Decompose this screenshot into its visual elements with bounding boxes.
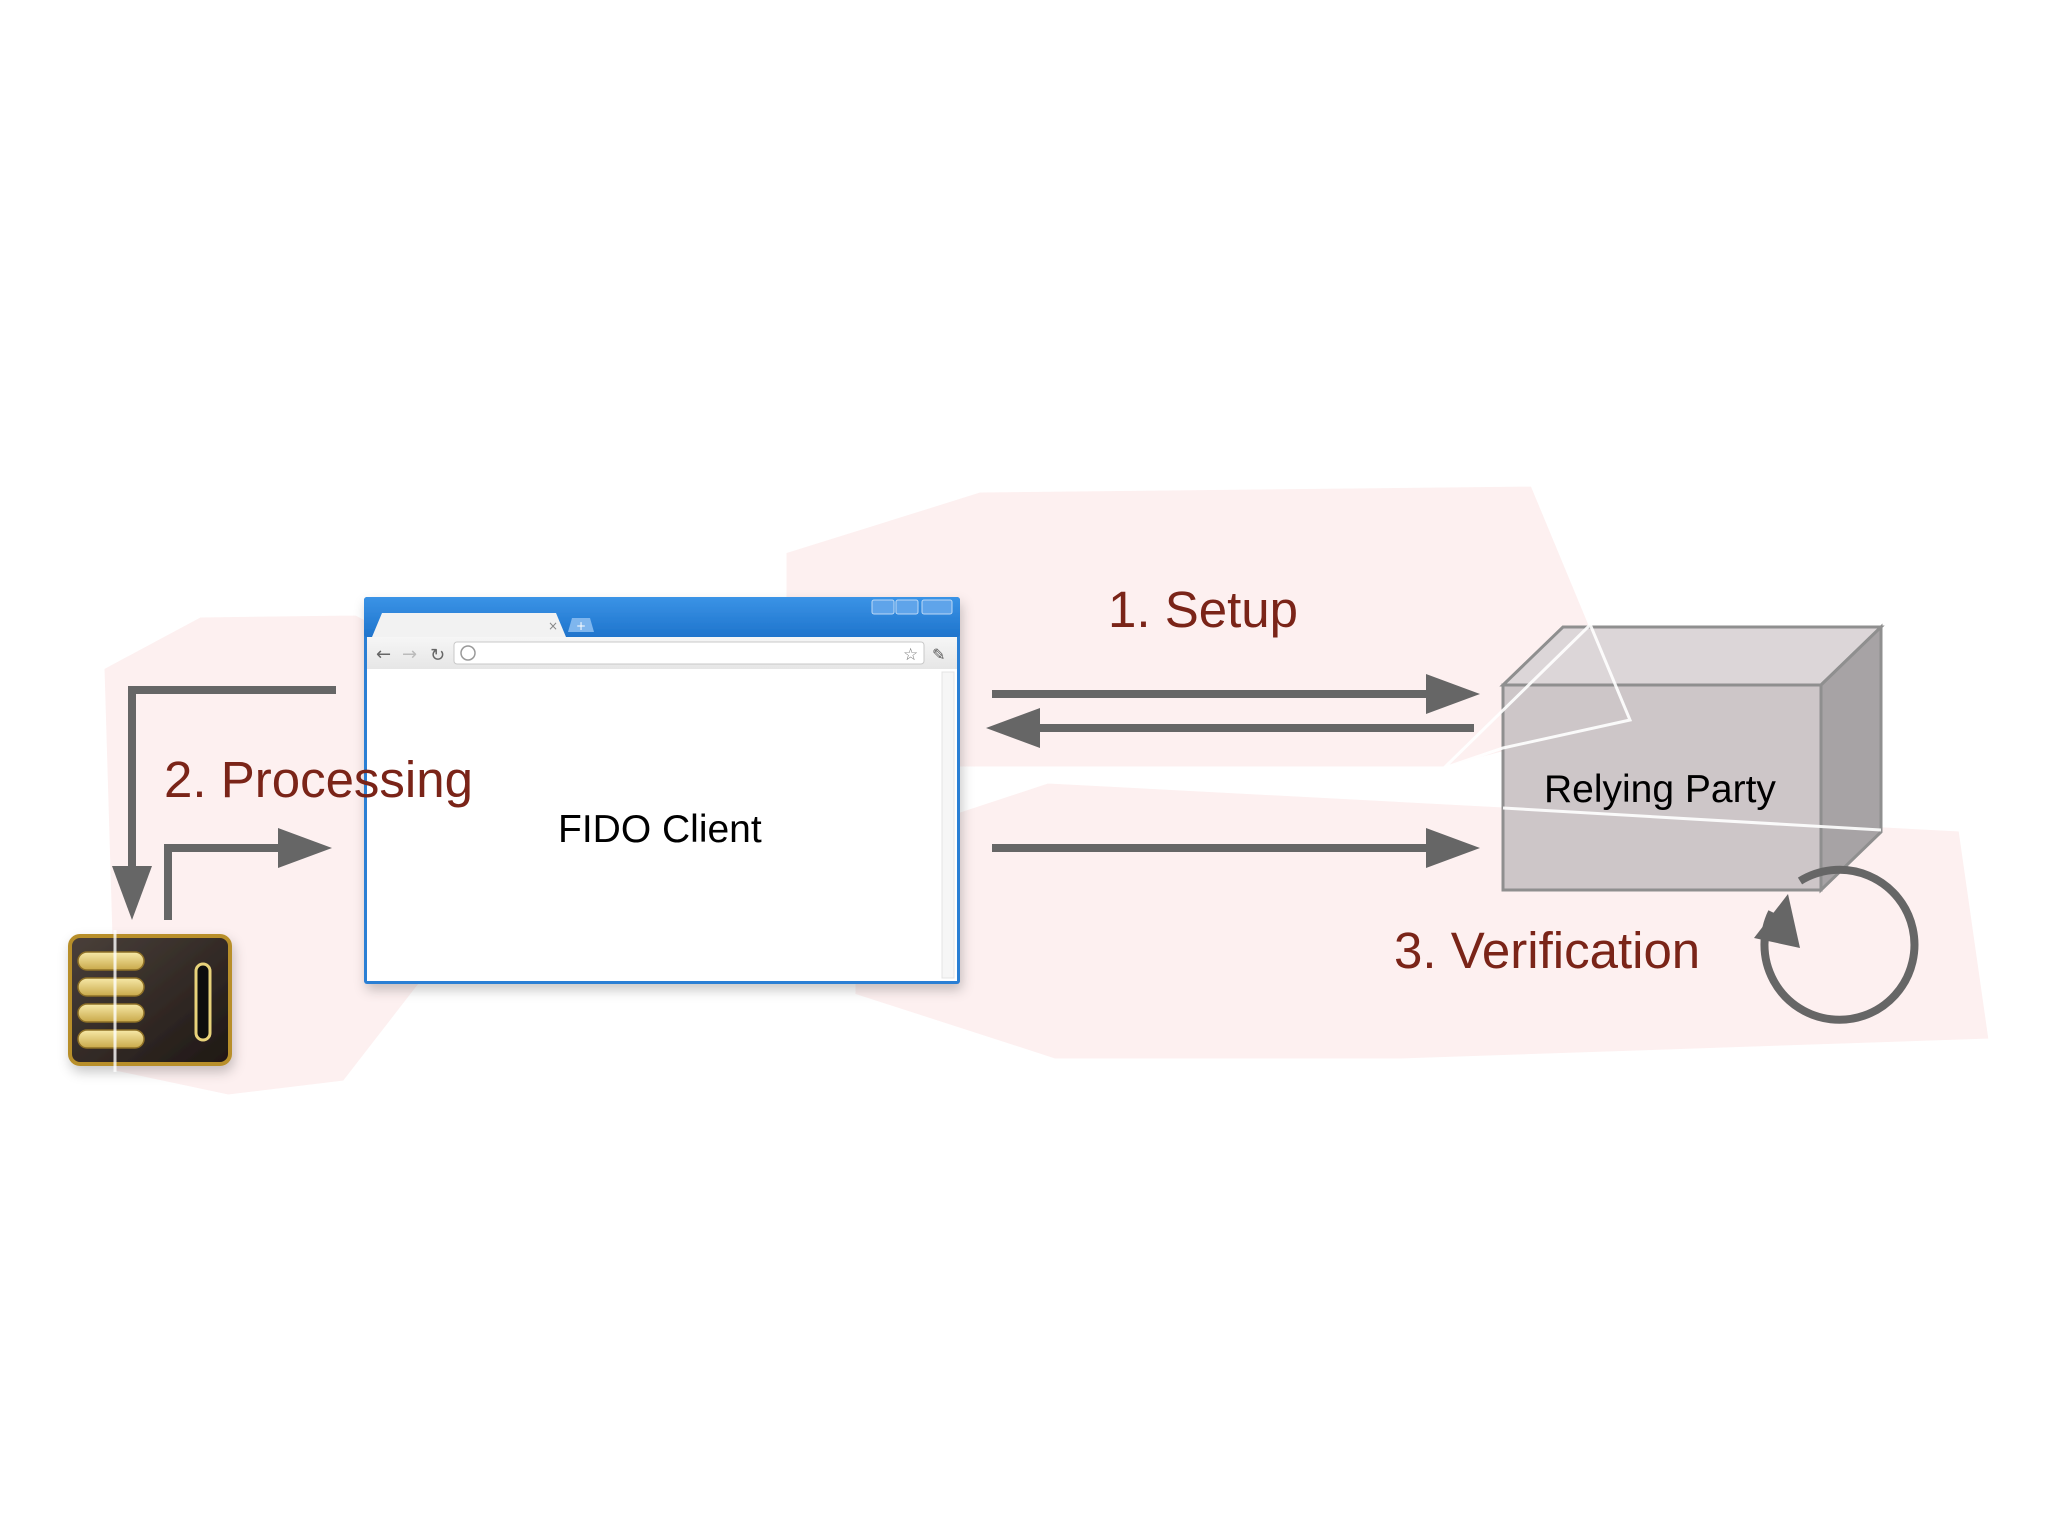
verification-loop-icon [1760,865,1919,1024]
browser-scrollbar [941,671,955,979]
reload-icon: ↻ [430,645,445,666]
minimize-icon [871,599,895,615]
window-controls [871,599,953,615]
maximize-icon [895,599,919,615]
key-ring-slot [194,962,212,1042]
relying-party-server [1499,623,1885,894]
relying-party-label: Relying Party [1544,768,1776,811]
setup-step-label: 1. Setup [1108,581,1298,638]
tab-close-icon: × [548,619,558,633]
verification-loop-arrowhead [1754,894,1800,948]
browser-content [367,669,957,981]
setup-request-arrowhead [1426,674,1480,714]
bookmark-star-icon: ☆ [903,645,918,665]
processing-up-arrow-shaft [164,844,284,920]
usb-security-key-icon [68,934,232,1066]
processing-step-label: 2. Processing [164,751,473,808]
arrows [112,674,1919,1024]
processing-right-arrowhead [278,828,332,868]
new-tab-plus-icon: + [576,619,586,633]
verification-highlight-edge [1502,806,1882,832]
globe-icon [460,645,476,661]
server-box-front [1501,683,1823,892]
verification-step-label: 3. Verification [1394,922,1700,979]
fido-client-window: × + ← → ↻ ☆ ✎ [364,597,960,984]
setup-response-arrowhead [986,708,1040,748]
browser-tab [372,613,566,637]
verification-arrowhead [1426,828,1480,868]
forward-icon: → [402,644,417,665]
setup-highlight-overlay [1442,484,1633,770]
fido-client-label: FIDO Client [558,808,762,851]
new-tab-icon [568,618,594,632]
address-bar [453,641,925,665]
wrench-icon: ✎ [932,645,945,664]
processing-down-arrowhead [112,866,152,920]
close-window-icon [921,599,953,615]
back-icon: ← [376,644,391,665]
processing-down-arrow-shaft [128,686,336,872]
key-contacts [77,951,145,1049]
